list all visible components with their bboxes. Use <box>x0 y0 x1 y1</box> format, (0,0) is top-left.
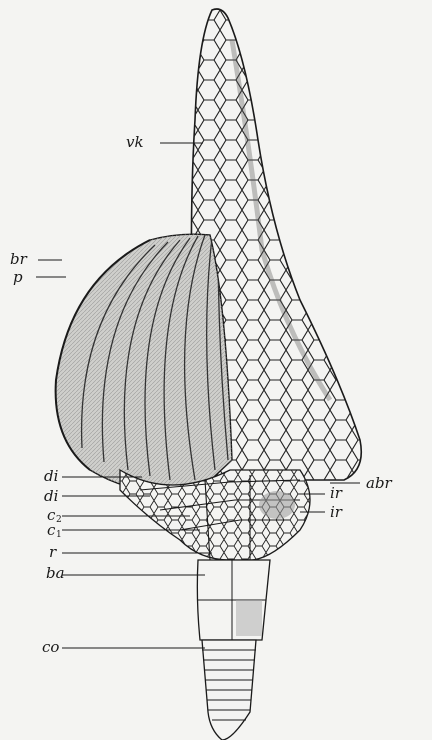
base <box>197 560 270 640</box>
label-di-upper: di <box>44 469 58 484</box>
label-c2-sub: 2 <box>56 516 62 525</box>
label-c1-sub: 1 <box>56 531 62 540</box>
label-ba: ba <box>46 566 65 581</box>
label-abr: abr <box>366 476 392 491</box>
label-vk: vk <box>126 135 144 150</box>
label-c1-letter: c <box>47 521 55 539</box>
label-co: co <box>42 640 59 655</box>
label-di-lower: di <box>44 489 58 504</box>
arms <box>50 230 240 500</box>
label-ir-lower: ir <box>330 505 342 520</box>
label-br: br <box>10 252 27 267</box>
label-ir-upper: ir <box>330 486 342 501</box>
label-r: r <box>49 545 56 560</box>
label-p: p <box>13 270 23 285</box>
stem <box>202 640 256 740</box>
